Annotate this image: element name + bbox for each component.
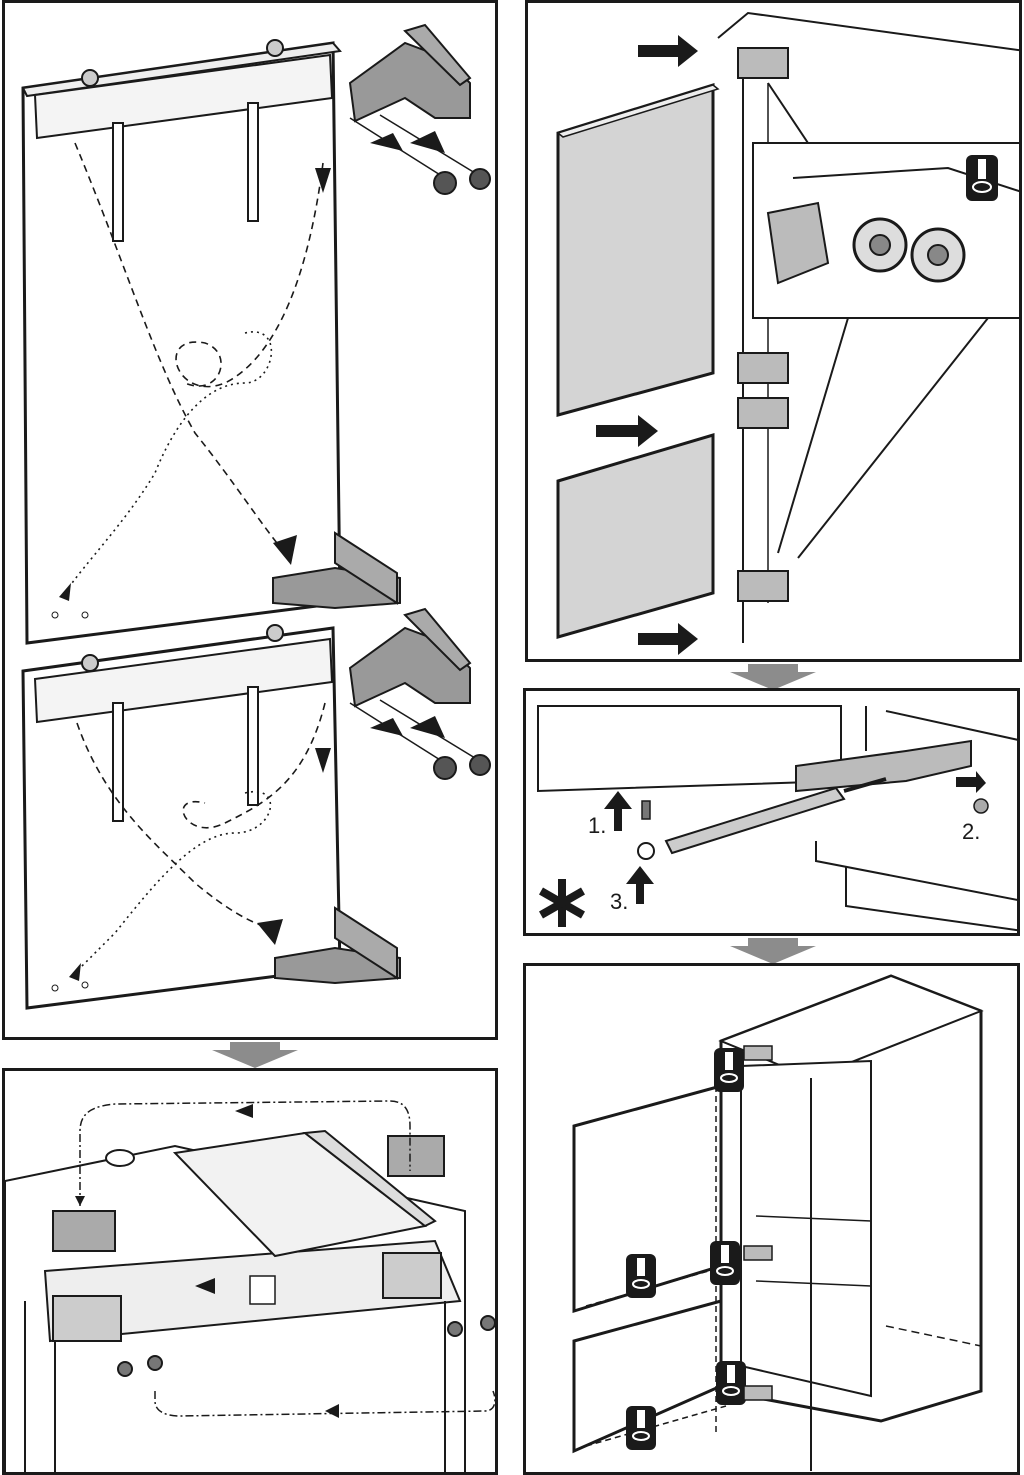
- cabinet-adjustment-illustration: [572, 974, 984, 1471]
- screwdriver-icon: [714, 1048, 744, 1092]
- arrow-down-icon: [730, 938, 816, 964]
- step-label-1: 1.: [588, 813, 607, 838]
- panel-cabinet-adjustment: [523, 963, 1020, 1475]
- screwdriver-icon: [626, 1406, 656, 1450]
- zoom-detail: [752, 82, 1019, 559]
- upper-top-hinge: [348, 23, 491, 195]
- panel-hinge-swap: [2, 0, 498, 1040]
- push-arrows: [596, 35, 698, 655]
- screwdriver-icon: [710, 1241, 740, 1285]
- damper-illustration: [537, 705, 1017, 932]
- arrow-down-icon: [212, 1042, 298, 1068]
- screwdriver-icon: [966, 155, 998, 201]
- right-mount-block: [382, 1135, 445, 1299]
- arrow-down-icon: [730, 664, 816, 690]
- left-mount-block: [52, 1210, 122, 1342]
- panel-damper: 1. 2. 3.: [523, 688, 1020, 936]
- panel-door-alignment: [525, 0, 1022, 662]
- hinge-swap-illustration: [21, 23, 491, 1010]
- upper-door: [21, 39, 401, 645]
- asterisk-icon: [539, 879, 585, 927]
- cover-plates-illustration: [5, 1100, 495, 1472]
- door-alignment-illustration: [556, 11, 1019, 655]
- step-label-3: 3.: [610, 889, 629, 914]
- panel-cover-plates: [2, 1068, 498, 1475]
- screwdriver-icon: [626, 1254, 656, 1298]
- lower-door: [21, 624, 401, 1010]
- screwdriver-icon: [716, 1361, 746, 1405]
- lower-top-hinge: [348, 607, 491, 780]
- step-label-2: 2.: [962, 819, 981, 844]
